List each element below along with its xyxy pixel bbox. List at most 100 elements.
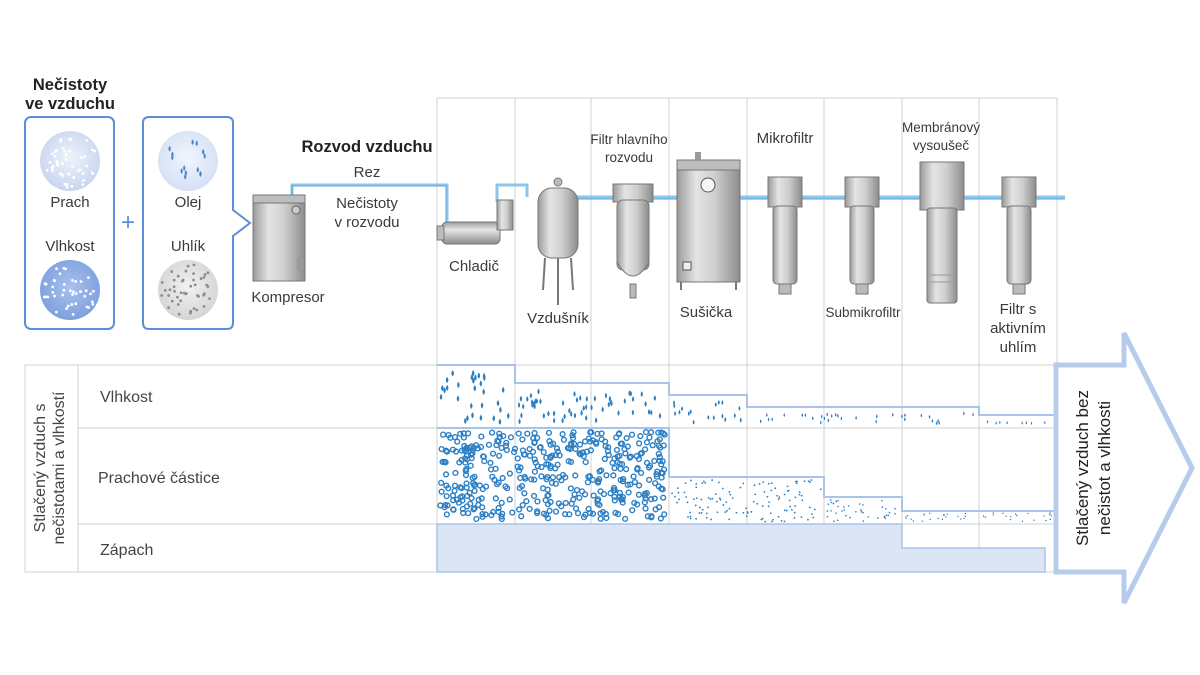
dust-particle (629, 507, 636, 514)
fine-dust-particle (1010, 515, 1012, 518)
dust-particle (594, 479, 602, 486)
dust-particle (438, 445, 445, 453)
fine-dust-particle (760, 518, 763, 521)
dust-particle (534, 434, 541, 442)
fine-dust-particle (745, 507, 747, 510)
moisture-droplet (804, 413, 807, 417)
moisture-droplet (687, 411, 690, 416)
moisture-droplet (631, 396, 635, 402)
dust-particle (509, 509, 516, 516)
fine-dust-particle (937, 517, 939, 520)
moisture-droplet (875, 414, 878, 419)
fine-dust-particle (888, 511, 891, 514)
pipe-impurities-line1: Nečistoty (336, 195, 398, 212)
dust-particle (592, 439, 600, 446)
carbon-dot (172, 278, 176, 282)
moisture-droplet (819, 420, 822, 425)
fine-dust-particle (702, 480, 705, 483)
fine-dust-particle (719, 498, 722, 501)
fine-dust-particle (1014, 513, 1017, 515)
fine-dust-particle (807, 480, 810, 483)
moisture-droplet (579, 395, 582, 401)
dust-particle (647, 496, 655, 503)
fine-dust-particle (742, 511, 745, 514)
carbon-dot (182, 291, 186, 295)
dust-particle (552, 452, 559, 459)
dust-particle (620, 475, 627, 483)
dust-particle (464, 492, 471, 500)
dust-particle (469, 450, 476, 457)
fine-dust-particle (695, 486, 698, 489)
moisture-droplet (904, 417, 906, 422)
moisture-droplet (650, 409, 653, 416)
dust-particle (583, 448, 590, 455)
air-distribution-title: Rozvod vzduchu (301, 138, 432, 156)
fine-dust-particle (943, 513, 945, 516)
dust-particle (470, 506, 477, 513)
moisture-droplet (526, 396, 529, 402)
fine-dust-particle (777, 498, 780, 501)
fine-dust-particle (833, 520, 835, 522)
fine-dust-particle (700, 511, 703, 514)
dust-particle (597, 515, 604, 522)
fine-dust-particle (780, 519, 783, 522)
moisture-droplet (617, 410, 620, 416)
oil-droplet (191, 139, 194, 145)
carbon-dot (181, 278, 185, 282)
dust-particle (618, 440, 626, 447)
fine-dust-particle (686, 501, 689, 504)
legend-title-line1: Nečistoty (33, 76, 108, 94)
fine-dust-particle (960, 518, 962, 520)
moisture-droplet (547, 410, 550, 417)
dust-particle (635, 491, 642, 498)
dryer-icon (676, 152, 741, 290)
fine-dust-particle (941, 518, 944, 521)
moisture-droplet (644, 400, 647, 407)
dust-particle (533, 509, 541, 517)
oil-droplet (203, 153, 206, 159)
microfilter-label: Mikrofiltr (757, 130, 814, 147)
moisture-droplet (629, 390, 633, 397)
moisture-droplet (937, 418, 939, 423)
oil-droplet (168, 145, 171, 152)
fine-dust-particle (832, 502, 835, 505)
carbon-filter-label-line2: aktivním (990, 320, 1046, 337)
moisture-dot (51, 285, 55, 289)
dust-particle (660, 494, 667, 501)
dust-particle (498, 515, 505, 523)
carbon-dot (192, 278, 195, 282)
dust-particle (547, 453, 554, 460)
fine-dust-particle (718, 497, 721, 500)
dust-particle (517, 464, 524, 471)
moisture-droplet (519, 395, 523, 402)
dust-particle (576, 450, 583, 457)
dust-particle (603, 514, 610, 522)
moisture-droplet (501, 386, 505, 393)
dust-dot (85, 164, 88, 168)
oil-droplet (171, 154, 174, 161)
fine-dust-particle (683, 491, 686, 494)
fine-dust-particle (698, 512, 701, 514)
dust-particle (532, 459, 539, 466)
moisture-droplet (767, 417, 770, 422)
fine-dust-particle (946, 513, 949, 515)
fine-dust-particle (885, 507, 887, 510)
fine-dust-particle (1050, 514, 1052, 517)
carbon-filter-label-line3: uhlím (1000, 339, 1037, 356)
dust-dot (61, 146, 65, 150)
dust-particle (487, 459, 494, 466)
moisture-droplet (759, 419, 762, 424)
dust-particle (585, 435, 592, 442)
moisture-droplet (604, 392, 608, 399)
moisture-droplet (517, 402, 521, 408)
fine-dust-particle (729, 493, 732, 496)
dust-particle (479, 511, 486, 518)
legend-item-moisture: Vlhkost (45, 238, 95, 255)
dust-sample-icon (40, 131, 100, 191)
dust-dot (67, 172, 71, 176)
table-side-label-line2: nečistotami a vlhkostí (51, 391, 68, 545)
fine-dust-particle (761, 517, 764, 520)
dust-particle (531, 476, 538, 483)
fine-dust-particle (845, 514, 847, 517)
dust-particle (651, 457, 658, 465)
